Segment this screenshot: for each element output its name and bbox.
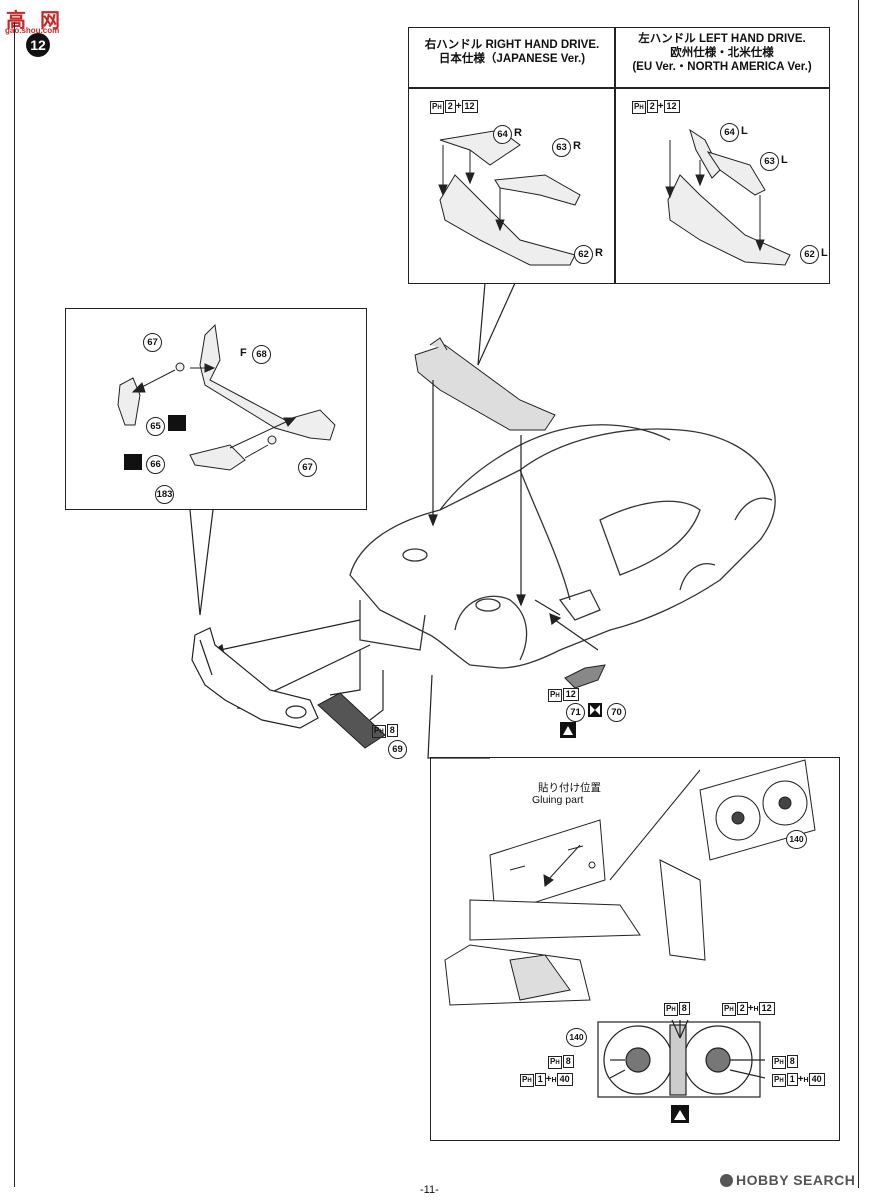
paint-num: 12 bbox=[562, 688, 579, 701]
watermark-logo: 高网 bbox=[6, 4, 60, 33]
page-border-right bbox=[858, 0, 859, 1188]
decal-icon-65 bbox=[168, 415, 186, 431]
footer-brand: HOBBY SEARCH bbox=[720, 1172, 855, 1188]
page-number: -11- bbox=[420, 1184, 439, 1196]
part-64l-side: L bbox=[741, 125, 748, 137]
part-62l-side: L bbox=[821, 247, 828, 259]
part-68-prefix: F bbox=[240, 347, 247, 359]
part-63l: 63 bbox=[760, 152, 779, 171]
panel-bottom-radiator bbox=[430, 757, 840, 1141]
part-64r-side: R bbox=[514, 127, 522, 139]
part-67b: 67 bbox=[298, 458, 317, 477]
panel-left-bumper-parts bbox=[65, 308, 367, 510]
part-183: 183 bbox=[155, 485, 174, 504]
page-border-left bbox=[14, 22, 15, 1187]
paint-num: 8 bbox=[386, 724, 398, 737]
part-140-bottom: 140 bbox=[566, 1028, 587, 1047]
part-62r-side: R bbox=[595, 247, 603, 259]
paint-num-b: 12 bbox=[461, 100, 478, 113]
watermark-char: 高 bbox=[6, 10, 26, 32]
paint-num-a: 2 bbox=[646, 100, 658, 113]
rhd-subtitle: 日本仕様（JAPANESE Ver.) bbox=[438, 53, 586, 65]
paint-plus: + bbox=[455, 101, 462, 112]
paint-letter: PH bbox=[430, 101, 444, 114]
part-67a: 67 bbox=[143, 333, 162, 352]
part-63r-side: R bbox=[573, 140, 581, 152]
lhd-header: 左ハンドル LEFT HAND DRIVE. 欧州仕様・北米仕様 (EU Ver… bbox=[616, 32, 828, 74]
bumper-reinforcement-parts bbox=[117, 323, 336, 471]
paint-num-a: 2 bbox=[444, 100, 456, 113]
car-body bbox=[349, 424, 776, 669]
callout-bottom bbox=[427, 674, 490, 759]
radiator-part-69 bbox=[317, 692, 386, 749]
panel-top-divider bbox=[614, 27, 616, 283]
lhd-title: 左ハンドル LEFT HAND DRIVE. bbox=[638, 33, 806, 45]
front-bumper bbox=[191, 627, 319, 729]
part-64l: 64 bbox=[720, 123, 739, 142]
gluing-part-en: Gluing part bbox=[532, 794, 584, 806]
part-71: 71 bbox=[566, 703, 585, 722]
part-63l-side: L bbox=[781, 154, 788, 166]
part-66: 66 bbox=[146, 455, 165, 474]
gluing-part-jp: 貼り付け位置 bbox=[538, 782, 601, 794]
lhd-subtitle2: (EU Ver.・NORTH AMERICA Ver.) bbox=[632, 61, 812, 73]
cowl-panel-installed bbox=[414, 337, 556, 431]
step-badge: 12 bbox=[26, 33, 50, 57]
brand-text: HOBBY SEARCH bbox=[736, 1172, 856, 1188]
radiator-fan-assembly-bottom bbox=[597, 1019, 766, 1098]
watermark-char2: 网 bbox=[40, 10, 60, 32]
callout-left bbox=[189, 509, 214, 616]
panel-top-header-rule bbox=[408, 87, 830, 89]
part-62r: 62 bbox=[574, 245, 593, 264]
part-63r: 63 bbox=[552, 138, 571, 157]
panel-top-drive-variants bbox=[408, 27, 830, 284]
side-marker-71 bbox=[564, 664, 606, 689]
paint-num-b: 12 bbox=[663, 100, 680, 113]
watermark-url: gao.shou.com bbox=[5, 26, 60, 35]
part-69: 69 bbox=[388, 740, 407, 759]
paint-letter: PH bbox=[632, 101, 646, 114]
part-140-top: 140 bbox=[786, 830, 807, 849]
brand-mark-icon bbox=[720, 1174, 733, 1187]
paint-plus: + bbox=[657, 101, 664, 112]
part-70: 70 bbox=[607, 703, 626, 722]
part-65: 65 bbox=[146, 417, 165, 436]
part-68: 68 bbox=[252, 345, 271, 364]
lhd-subtitle: 欧州仕様・北米仕様 bbox=[670, 47, 774, 59]
rhd-title: 右ハンドル RIGHT HAND DRIVE. bbox=[424, 39, 600, 51]
rhd-header: 右ハンドル RIGHT HAND DRIVE. 日本仕様（JAPANESE Ve… bbox=[410, 38, 614, 66]
engine-bay-detail bbox=[444, 769, 706, 1006]
part-64r: 64 bbox=[493, 125, 512, 144]
decal-icon-66 bbox=[124, 454, 142, 470]
cowl-left-drive bbox=[665, 128, 791, 266]
step-number: 12 bbox=[30, 37, 46, 53]
part-62l: 62 bbox=[800, 245, 819, 264]
callout-top bbox=[477, 282, 516, 366]
